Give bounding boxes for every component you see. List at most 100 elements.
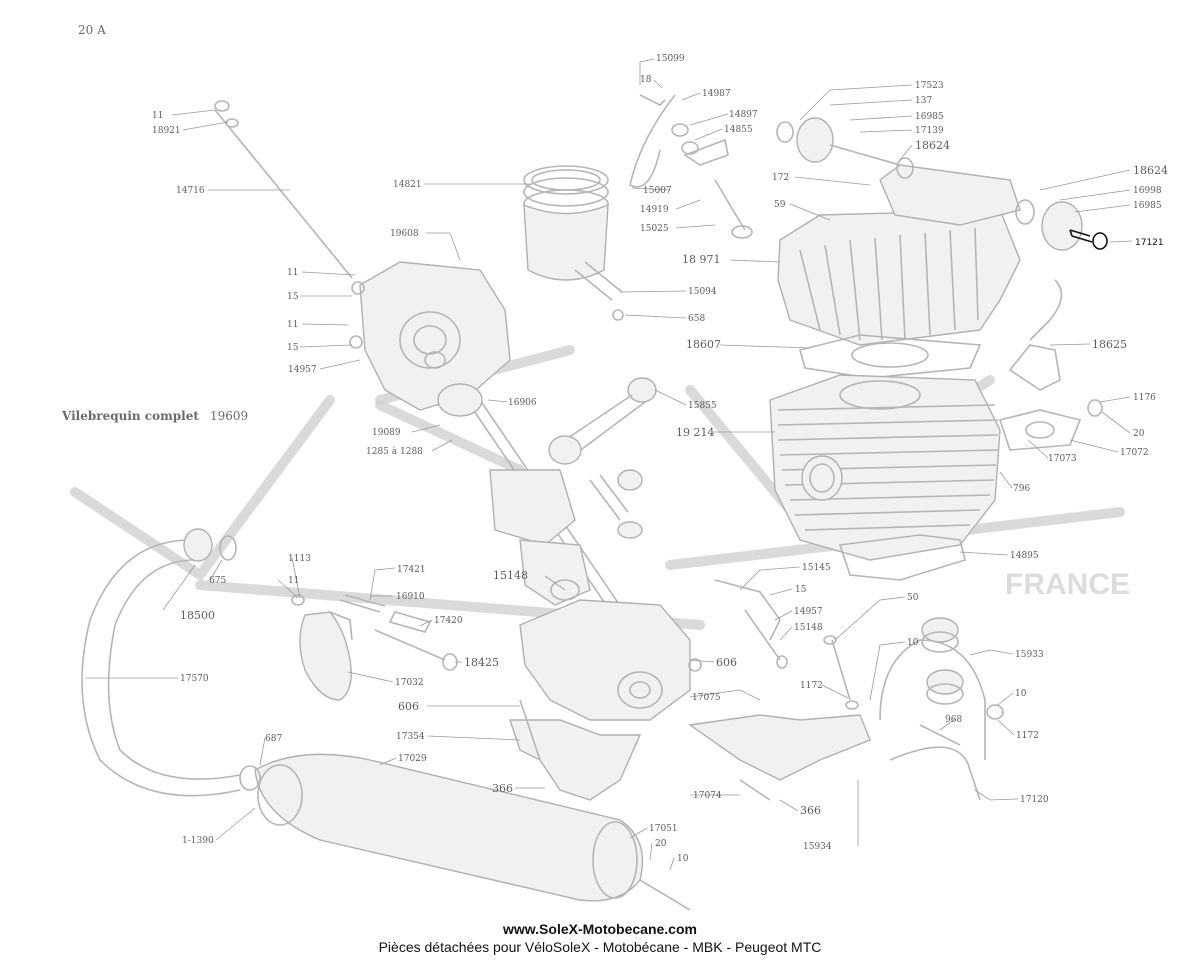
label-15-c: 15: [795, 585, 807, 595]
part-long-stud: [214, 100, 353, 279]
part-head-screw: [1069, 229, 1108, 250]
part-valve-rocker: [629, 94, 753, 239]
label-11-b: 11: [287, 268, 298, 278]
part-exhaust-pipe: [81, 528, 241, 797]
label-16985-top: 16985: [915, 112, 944, 122]
label-10-a: 10: [907, 638, 919, 648]
label-687: 687: [265, 734, 282, 744]
label-1113: 1113: [288, 554, 311, 564]
part-head-gasket: [799, 334, 982, 379]
label-19089: 19089: [372, 428, 401, 438]
label-1172-right: 1172: [1016, 731, 1039, 741]
label-50: 50: [907, 593, 919, 603]
label-18: 18: [640, 75, 652, 85]
label-11-c: 11: [287, 320, 298, 330]
label-17074: 17074: [693, 791, 722, 801]
crankshaft-caption-ref: 19609: [210, 409, 248, 423]
label-17072: 17072: [1120, 448, 1149, 458]
part-crankcase-left: [349, 261, 511, 411]
label-18500: 18500: [180, 609, 215, 622]
label-14716: 14716: [176, 186, 205, 196]
label-18625: 18625: [1092, 338, 1127, 351]
label-137: 137: [915, 96, 932, 106]
label-19214: 19 214: [676, 426, 715, 439]
label-11-d: 11: [288, 576, 299, 586]
label-16910: 16910: [396, 592, 425, 602]
page-reference: 20 A: [78, 23, 106, 37]
label-1172-left: 1172: [800, 681, 823, 691]
label-1285-1288: 1285 à 1288: [366, 446, 423, 457]
label-15145: 15145: [802, 563, 831, 573]
label-16998: 16998: [1133, 186, 1162, 196]
label-1176: 1176: [1133, 393, 1156, 403]
label-17121: 17121: [1135, 238, 1164, 248]
label-15933: 15933: [1015, 650, 1044, 660]
label-18425: 18425: [464, 656, 499, 669]
part-carburetor-bracket: [714, 579, 788, 669]
label-11-top: 11: [152, 111, 163, 121]
label-18624-top: 18624: [915, 139, 950, 152]
label-606-right: 606: [716, 656, 737, 669]
part-exhaust-flange: [998, 399, 1103, 451]
label-17523: 17523: [915, 81, 944, 91]
label-15025: 15025: [640, 224, 669, 234]
label-18921: 18921: [152, 126, 181, 136]
label-15-b: 15: [287, 343, 299, 353]
label-14895: 14895: [1010, 551, 1039, 561]
part-number-labels: 15099 18 14987 14897 14855 15007 14919 1…: [152, 54, 1168, 864]
part-crankcase-right: [519, 599, 702, 721]
label-17073: 17073: [1048, 454, 1077, 464]
label-10-b: 10: [1015, 689, 1027, 699]
label-675: 675: [209, 576, 226, 586]
label-16906: 16906: [508, 398, 537, 408]
label-14919: 14919: [640, 205, 669, 215]
part-piston: [523, 165, 624, 321]
label-15094: 15094: [688, 287, 717, 297]
label-17570: 17570: [180, 674, 209, 684]
label-17029: 17029: [398, 754, 427, 764]
label-17120: 17120: [1020, 795, 1049, 805]
label-172-top: 172: [772, 173, 789, 183]
footer-url[interactable]: www.SoleX-Motobecane.com: [503, 921, 697, 937]
label-17421: 17421: [397, 565, 426, 575]
label-15855: 15855: [688, 401, 717, 411]
crankshaft-caption: Vilebrequin complet 19609: [61, 405, 248, 424]
label-17139: 17139: [915, 126, 944, 136]
label-18607: 18607: [686, 338, 721, 351]
leader-lines: [85, 58, 1133, 871]
part-exhaust-bracket: [1008, 279, 1063, 391]
label-17075: 17075: [692, 693, 721, 703]
label-658: 658: [688, 314, 705, 324]
crankshaft-caption-label: Vilebrequin complet: [61, 409, 199, 423]
label-796: 796: [1013, 484, 1030, 494]
label-20-right: 20: [1133, 429, 1145, 439]
label-15-a: 15: [287, 292, 299, 302]
part-connecting-rod: [548, 377, 657, 539]
label-366-right: 366: [800, 804, 821, 817]
part-bolt-50: [823, 635, 859, 710]
label-17051: 17051: [649, 824, 678, 834]
part-cylinder-head: [776, 117, 1083, 346]
part-engine-mount-bracket: [509, 699, 871, 801]
part-small-bolts: [291, 594, 458, 671]
label-15099: 15099: [656, 54, 685, 64]
label-17354: 17354: [396, 732, 425, 742]
label-14987: 14987: [702, 89, 731, 99]
label-20-bottom: 20: [655, 839, 667, 849]
label-18971: 18 971: [682, 253, 721, 266]
label-14957-right: 14957: [794, 607, 823, 617]
label-14855: 14855: [724, 125, 753, 135]
label-18624-right: 18624: [1133, 164, 1168, 177]
part-cylinder: [769, 374, 1001, 561]
label-15148-center: 15148: [493, 569, 528, 582]
label-15007: 15007: [643, 186, 672, 196]
label-14897: 14897: [729, 110, 758, 120]
label-968: 968: [945, 715, 962, 725]
label-14957-left: 14957: [288, 365, 317, 375]
part-spring-assembly: [879, 617, 1004, 801]
label-16985-right: 16985: [1133, 201, 1162, 211]
part-clamp-collar: [299, 611, 353, 701]
label-17420: 17420: [434, 616, 463, 626]
label-14821: 14821: [393, 180, 422, 190]
